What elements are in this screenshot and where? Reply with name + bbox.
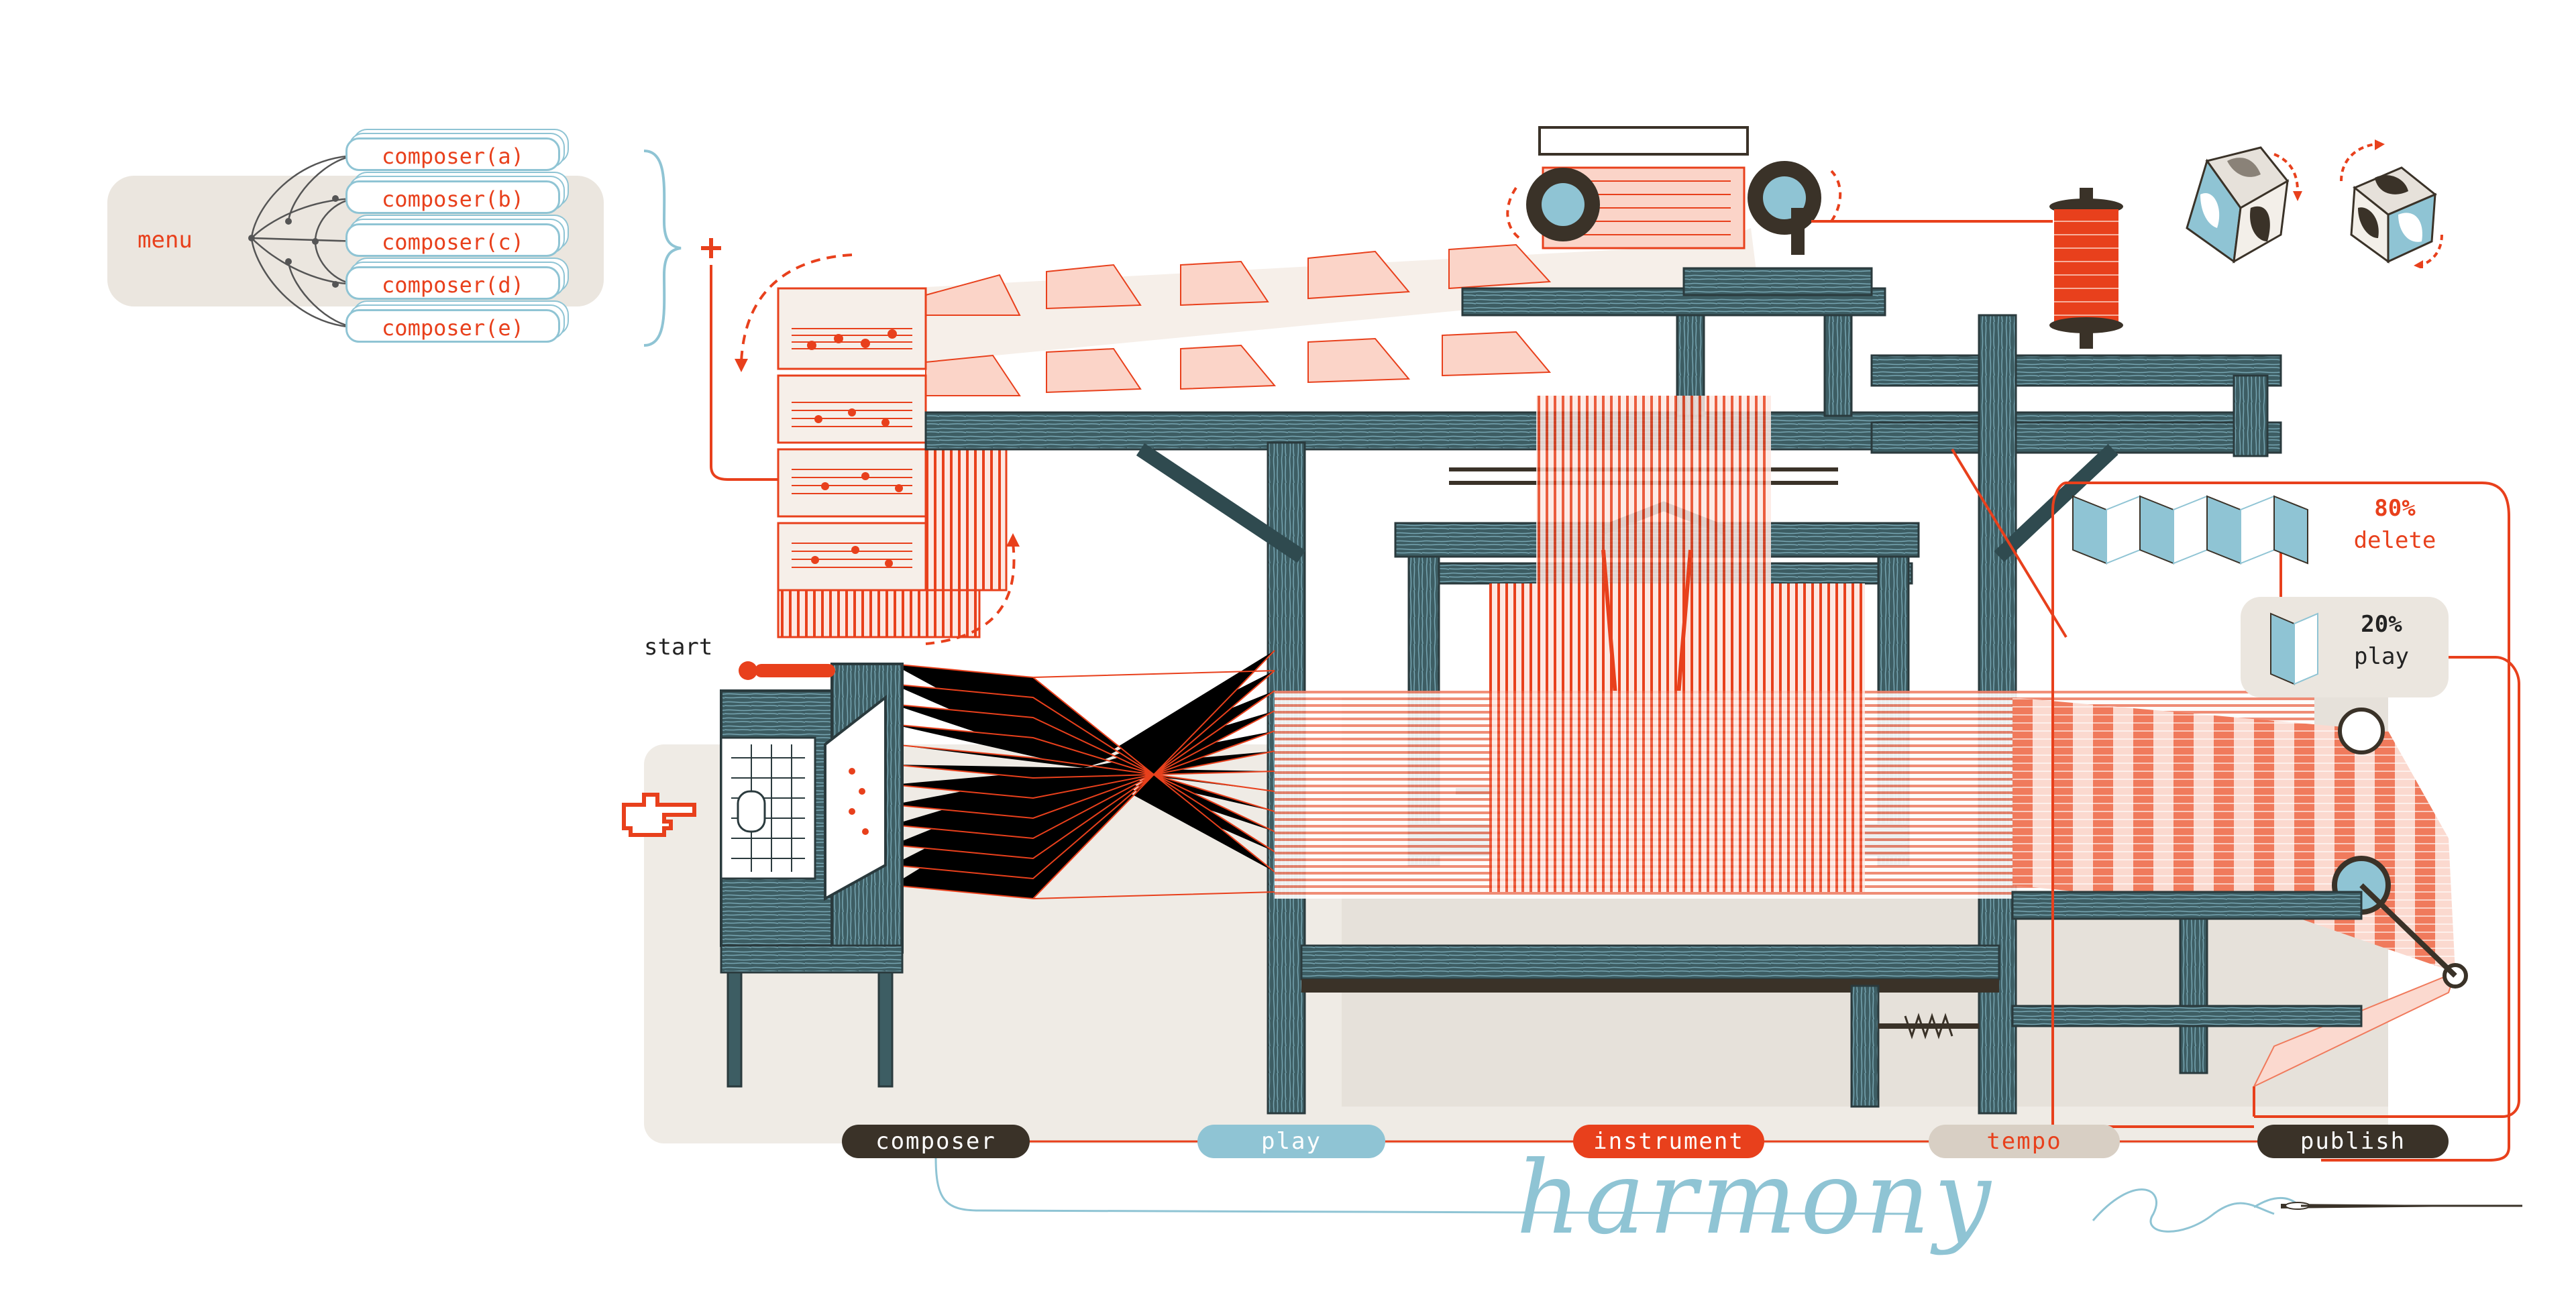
plus-connector-line	[710, 265, 778, 481]
delete-percent: 80%	[2374, 495, 2416, 522]
plus-icon[interactable]	[694, 231, 728, 265]
step-tempo-button[interactable]: tempo	[1929, 1125, 2120, 1158]
step-play-button[interactable]: play	[1197, 1125, 1385, 1158]
composer-b-button[interactable]: composer(b)	[345, 180, 560, 214]
menu-label[interactable]: menu	[138, 227, 193, 254]
folded-cards-icon	[2072, 495, 2308, 565]
pointing-hand-icon[interactable]	[617, 785, 704, 845]
punch-card-chain	[777, 228, 1758, 638]
harmony-signature: harmony	[1516, 1140, 1995, 1257]
cube-rotate-icon[interactable]	[2314, 134, 2462, 268]
single-card-icon	[2270, 612, 2318, 685]
menu-brace	[643, 150, 682, 347]
composer-c-button[interactable]: composer(c)	[345, 223, 560, 257]
delete-button[interactable]: delete	[2353, 527, 2436, 554]
composer-e-button[interactable]: composer(e)	[345, 309, 560, 343]
step-composer-button[interactable]: composer	[842, 1125, 1030, 1158]
thread-spool-icon	[2049, 188, 2123, 349]
play-button[interactable]: play	[2354, 643, 2409, 670]
step-publish-button[interactable]: publish	[2257, 1125, 2449, 1158]
step-instrument-button[interactable]: instrument	[1573, 1125, 1764, 1158]
start-label[interactable]: start	[644, 634, 713, 661]
composer-d-button[interactable]: composer(d)	[345, 266, 560, 300]
composer-a-button[interactable]: composer(a)	[345, 137, 560, 171]
needle-icon	[2092, 1188, 2522, 1233]
cube-rotate-icon[interactable]	[2167, 134, 2314, 268]
play-percent: 20%	[2361, 611, 2402, 638]
